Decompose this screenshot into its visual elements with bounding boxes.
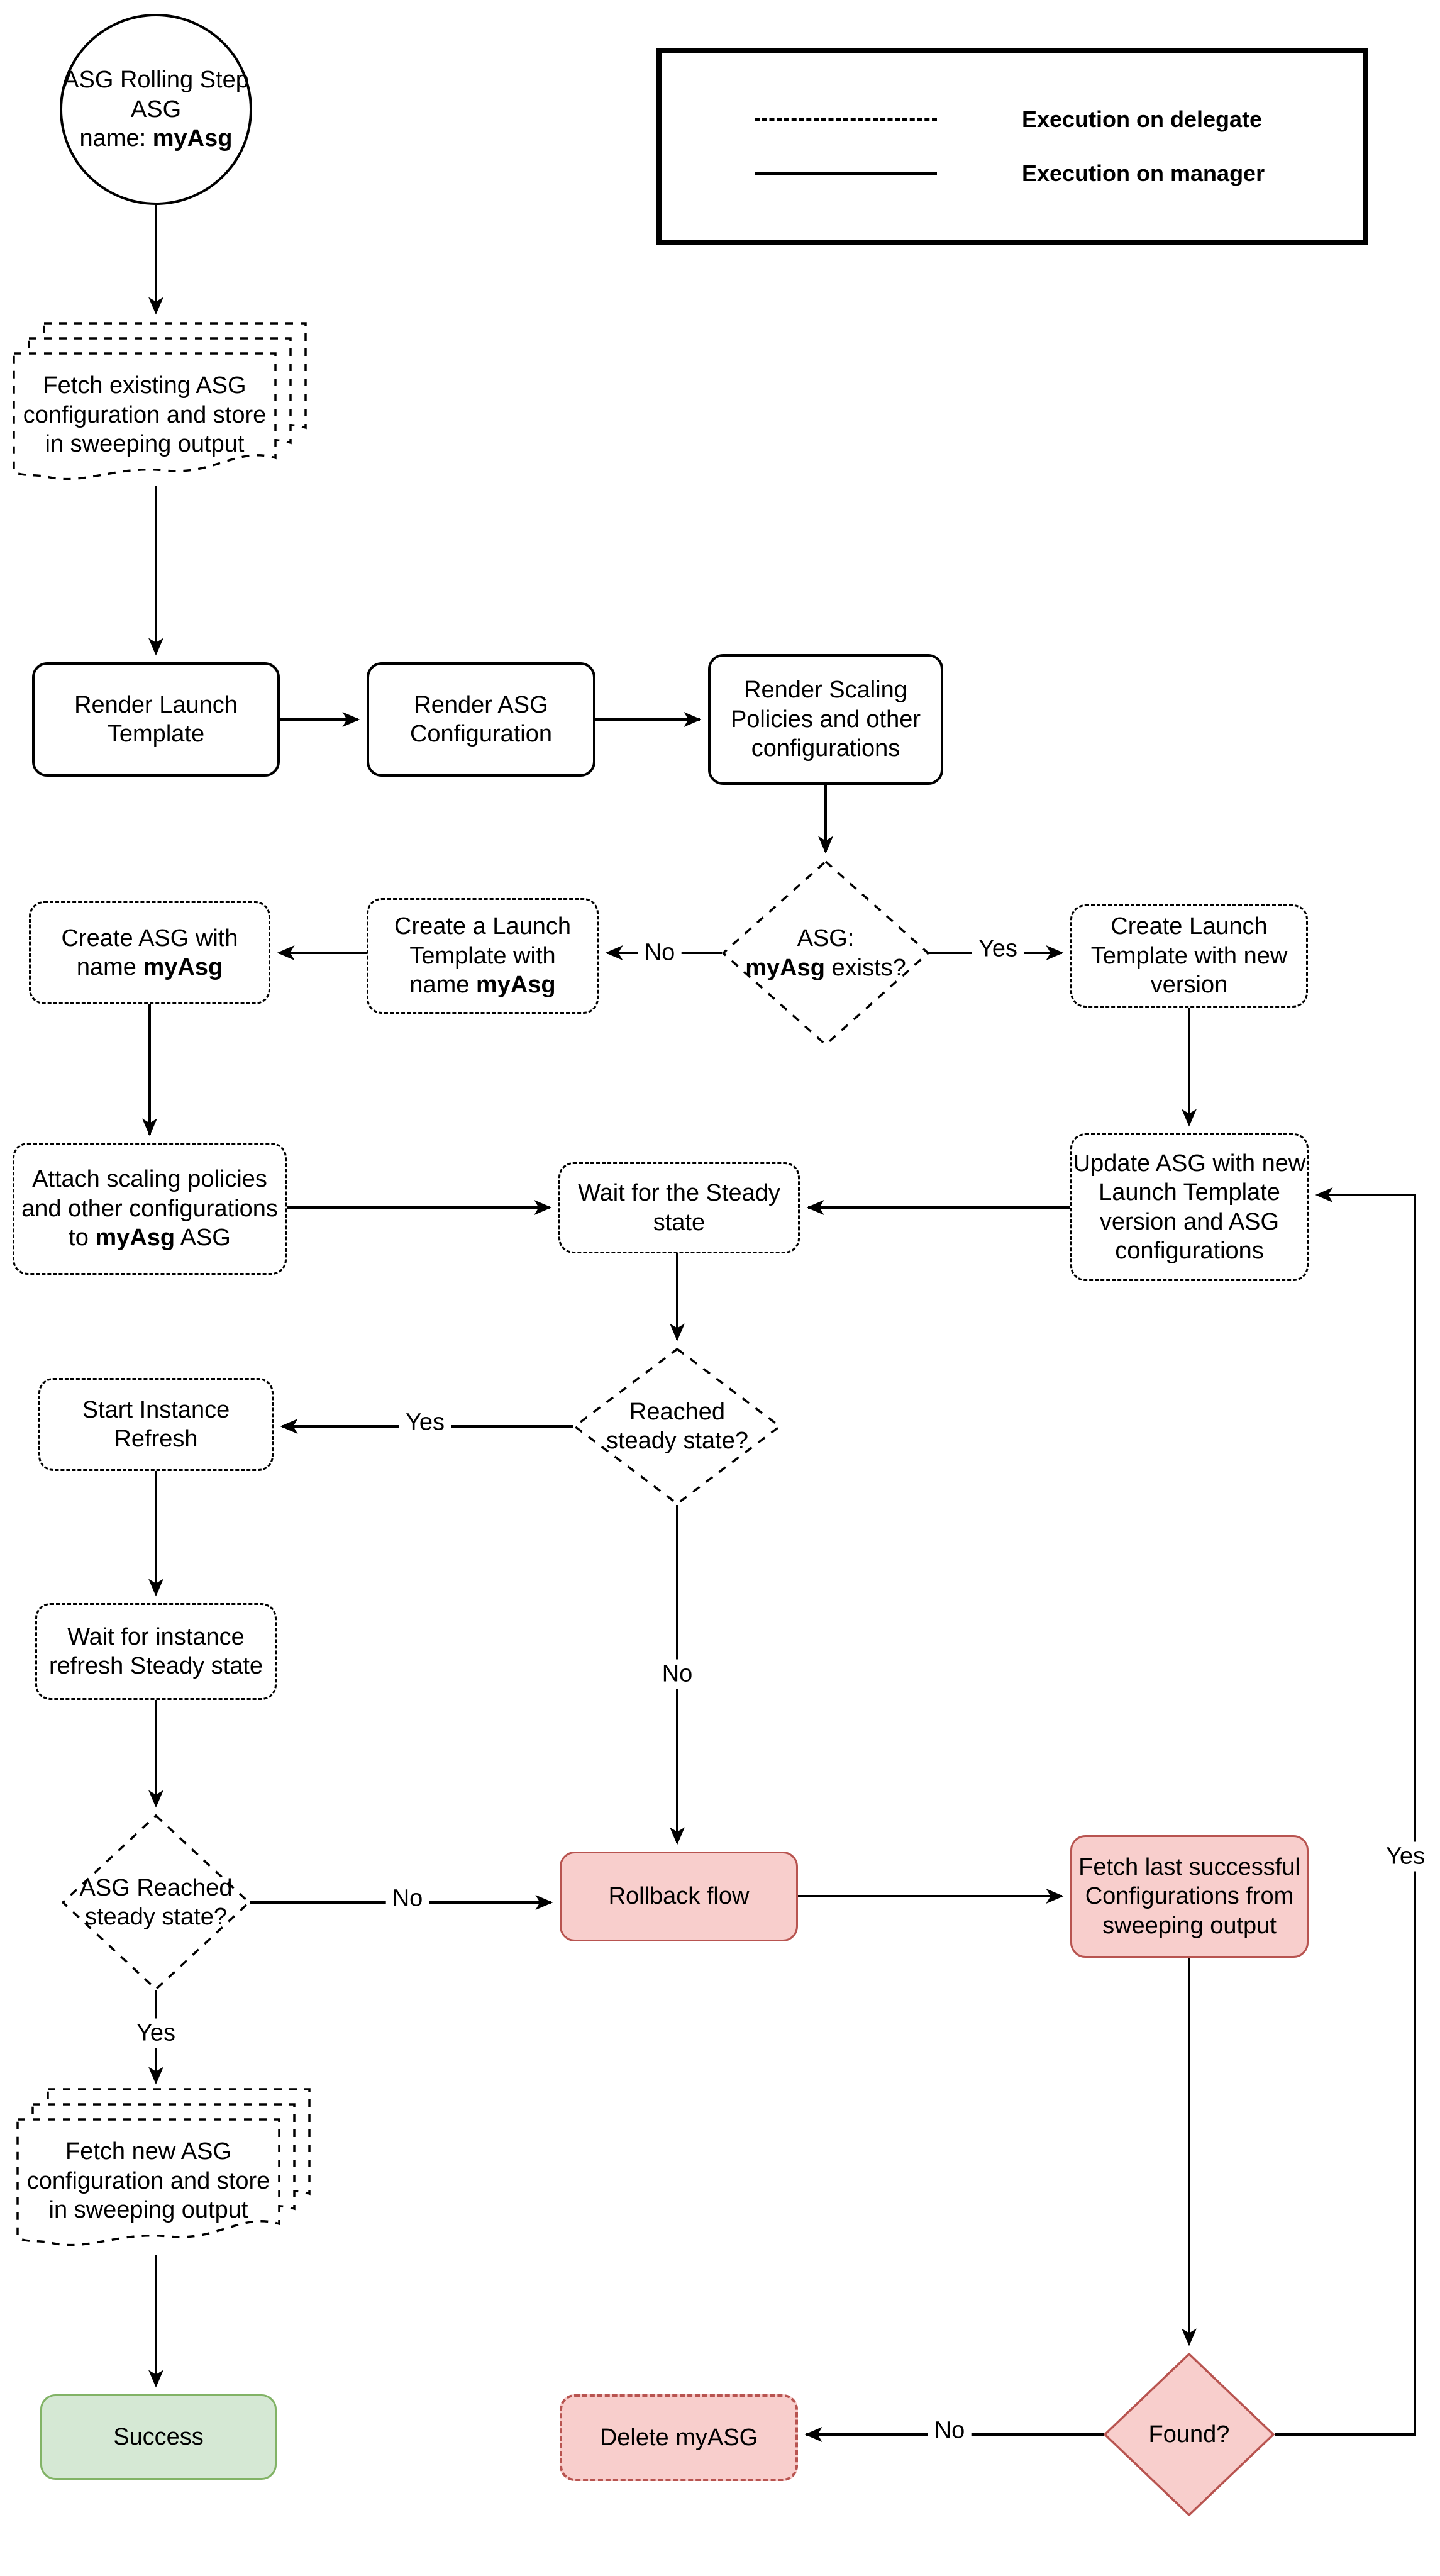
edge-label-asg-reached-yes: Yes: [130, 2018, 182, 2048]
node-success: Success: [40, 2394, 277, 2480]
edge-label-found-no: No: [928, 2416, 972, 2446]
edge-label-found-yes: Yes: [1380, 1841, 1431, 1872]
decision-diamond-shape: [1104, 2353, 1275, 2516]
node-wait-steady-state: Wait for the Steady state: [558, 1162, 800, 1253]
multi-document-shape: [13, 322, 307, 480]
node-wait-instance-refresh: Wait for instance refresh Steady state: [35, 1603, 277, 1700]
node-delete-myasg: Delete myASG: [560, 2394, 798, 2481]
node-render-launch-template: Render Launch Template: [32, 662, 280, 777]
legend-label-delegate: Execution on delegate: [1022, 106, 1263, 132]
node-update-asg: Update ASG with new Launch Template vers…: [1070, 1133, 1309, 1281]
node-create-launch-template-new-version: Create Launch Template with new version: [1070, 904, 1308, 1008]
legend-item-delegate: Execution on delegate: [755, 106, 1363, 133]
node-create-asg: Create ASG with name myAsg: [29, 901, 270, 1004]
legend-label-manager: Execution on manager: [1022, 160, 1265, 186]
multi-document-shape: [16, 2088, 311, 2246]
solid-line-sample: [755, 172, 937, 175]
node-start-circle: ASG Rolling Step ASG name: myAsg: [60, 14, 252, 205]
decision-diamond-shape: [722, 860, 929, 1046]
legend-item-manager: Execution on manager: [755, 160, 1363, 187]
edge-label-asg-reached-no: No: [385, 1884, 429, 1914]
decision-diamond-shape: [62, 1814, 250, 1990]
edge-label-reached-no: No: [655, 1659, 699, 1689]
node-fetch-existing-config: Fetch existing ASG configuration and sto…: [13, 322, 308, 492]
edge-label-exists-yes: Yes: [972, 934, 1024, 964]
node-fetch-last-successful-config: Fetch last successful Configurations fro…: [1070, 1835, 1309, 1958]
node-start-instance-refresh: Start Instance Refresh: [38, 1378, 274, 1471]
node-render-asg-configuration: Render ASG Configuration: [367, 662, 595, 777]
edge-label-exists-no: No: [638, 938, 682, 968]
node-rollback-flow: Rollback flow: [560, 1852, 798, 1941]
node-asg-exists-decision: ASG: myAsg exists?: [722, 860, 929, 1046]
node-found-decision: Found?: [1104, 2353, 1275, 2516]
dashed-line-sample: [755, 118, 937, 121]
decision-diamond-shape: [573, 1348, 781, 1505]
node-fetch-new-config: Fetch new ASG configuration and store in…: [16, 2088, 312, 2258]
node-create-launch-template-named: Create a Launch Template with name myAsg: [367, 898, 599, 1014]
edge-found-yes-update: [1275, 1187, 1416, 2436]
node-render-scaling-policies: Render Scaling Policies and other config…: [708, 654, 943, 785]
node-attach-scaling-policies: Attach scaling policies and other config…: [13, 1143, 287, 1275]
legend: Execution on delegate Execution on manag…: [656, 48, 1368, 245]
edge-label-reached-yes: Yes: [399, 1407, 451, 1438]
node-asg-reached-decision: ASG Reached steady state?: [62, 1814, 250, 1990]
node-reached-steady-decision: Reached steady state?: [573, 1348, 781, 1505]
